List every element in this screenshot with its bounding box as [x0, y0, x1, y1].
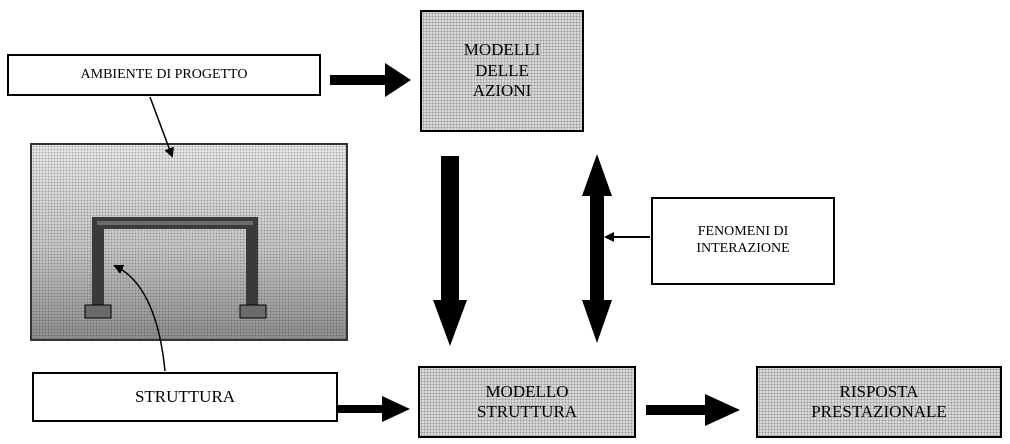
risposta-line-2: PRESTAZIONALE	[811, 402, 947, 421]
arrow-ambiente-to-scene	[149, 96, 174, 158]
arrow-modello-to-risposta	[646, 394, 740, 426]
risposta-line-1: RISPOSTA	[839, 381, 919, 401]
arrow-struttura-to-modello	[338, 396, 410, 422]
arrow-double-vertical	[582, 154, 612, 343]
fenomeni-line-1: FENOMENI DI	[697, 224, 789, 240]
modello-struttura-box: MODELLO STRUTTURA	[418, 366, 636, 438]
arrow-struttura-curve	[113, 264, 166, 372]
structure-scene-image	[30, 143, 348, 341]
modelli-delle-azioni-box: MODELLI DELLE AZIONI	[420, 10, 584, 132]
modello-struttura-line-1: MODELLO	[485, 381, 569, 401]
modello-struttura-line-2: STRUTTURA	[476, 402, 578, 421]
portal-frame-icon	[84, 217, 267, 319]
modelli-line-2: DELLE	[475, 60, 529, 80]
struttura-label: STRUTTURA	[134, 386, 236, 406]
arrow-ambiente-to-modelli	[330, 63, 411, 97]
ambiente-label: AMBIENTE DI PROGETTO	[80, 66, 248, 82]
fenomeni-line-2: INTERAZIONE	[696, 241, 790, 256]
ambiente-di-progetto-box: AMBIENTE DI PROGETTO	[7, 54, 321, 96]
arrow-modelli-down	[433, 156, 467, 346]
modelli-line-3: AZIONI	[472, 81, 532, 101]
risposta-prestazionale-box: RISPOSTA PRESTAZIONALE	[756, 366, 1002, 438]
struttura-box: STRUTTURA	[32, 372, 338, 422]
fenomeni-di-interazione-box: FENOMENI DI INTERAZIONE	[651, 197, 835, 285]
modelli-line-1: MODELLI	[463, 40, 541, 60]
